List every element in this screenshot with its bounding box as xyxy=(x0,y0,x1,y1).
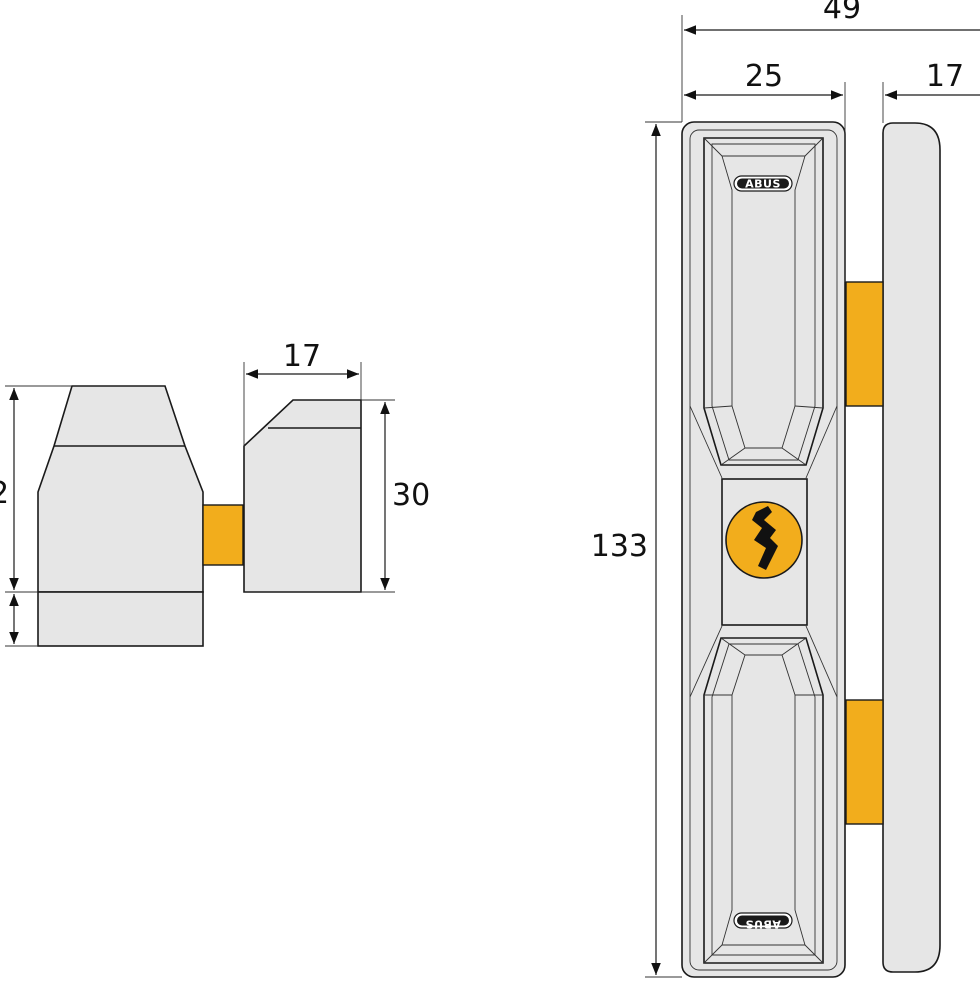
side-bolt xyxy=(202,504,244,566)
side-strike-body xyxy=(243,399,362,593)
side-strike-height-label: 30 xyxy=(392,478,430,513)
side-view: 17 30 2 xyxy=(0,339,430,647)
strike-width-dimension: 17 xyxy=(882,59,980,123)
lock-width-dimension: 25 xyxy=(684,59,846,282)
front-strike-plate xyxy=(882,122,941,973)
total-width-label: 49 xyxy=(823,0,861,26)
side-lock-height-label: 2 xyxy=(0,476,9,511)
strike-width-label: 17 xyxy=(926,59,964,94)
height-dimension: 133 xyxy=(591,121,682,978)
side-strike-height-dimension: 30 xyxy=(361,399,430,593)
upper-handle xyxy=(689,137,838,479)
keyway-icon xyxy=(752,506,778,570)
height-label: 133 xyxy=(591,529,648,564)
front-lock-body: ABUS ABUS xyxy=(681,121,846,978)
side-lock-body xyxy=(37,385,204,647)
abus-logo-top-text: ABUS xyxy=(745,178,781,191)
front-bolt-bottom xyxy=(845,699,884,825)
abus-logo-bottom-text: ABUS xyxy=(745,918,781,931)
lower-handle xyxy=(689,625,838,964)
lock-width-label: 25 xyxy=(745,59,783,94)
front-bolt-top xyxy=(845,281,884,407)
abus-logo-bottom: ABUS xyxy=(733,912,793,931)
side-lock-height-dimension: 2 xyxy=(0,385,72,647)
side-strike-width-label: 17 xyxy=(283,339,321,374)
front-view: ABUS ABUS 49 25 17 xyxy=(591,0,980,978)
side-strike-width-dimension: 17 xyxy=(243,339,362,446)
key-cylinder xyxy=(725,501,803,579)
total-width-dimension: 49 xyxy=(681,0,980,122)
abus-logo-top: ABUS xyxy=(733,175,793,192)
